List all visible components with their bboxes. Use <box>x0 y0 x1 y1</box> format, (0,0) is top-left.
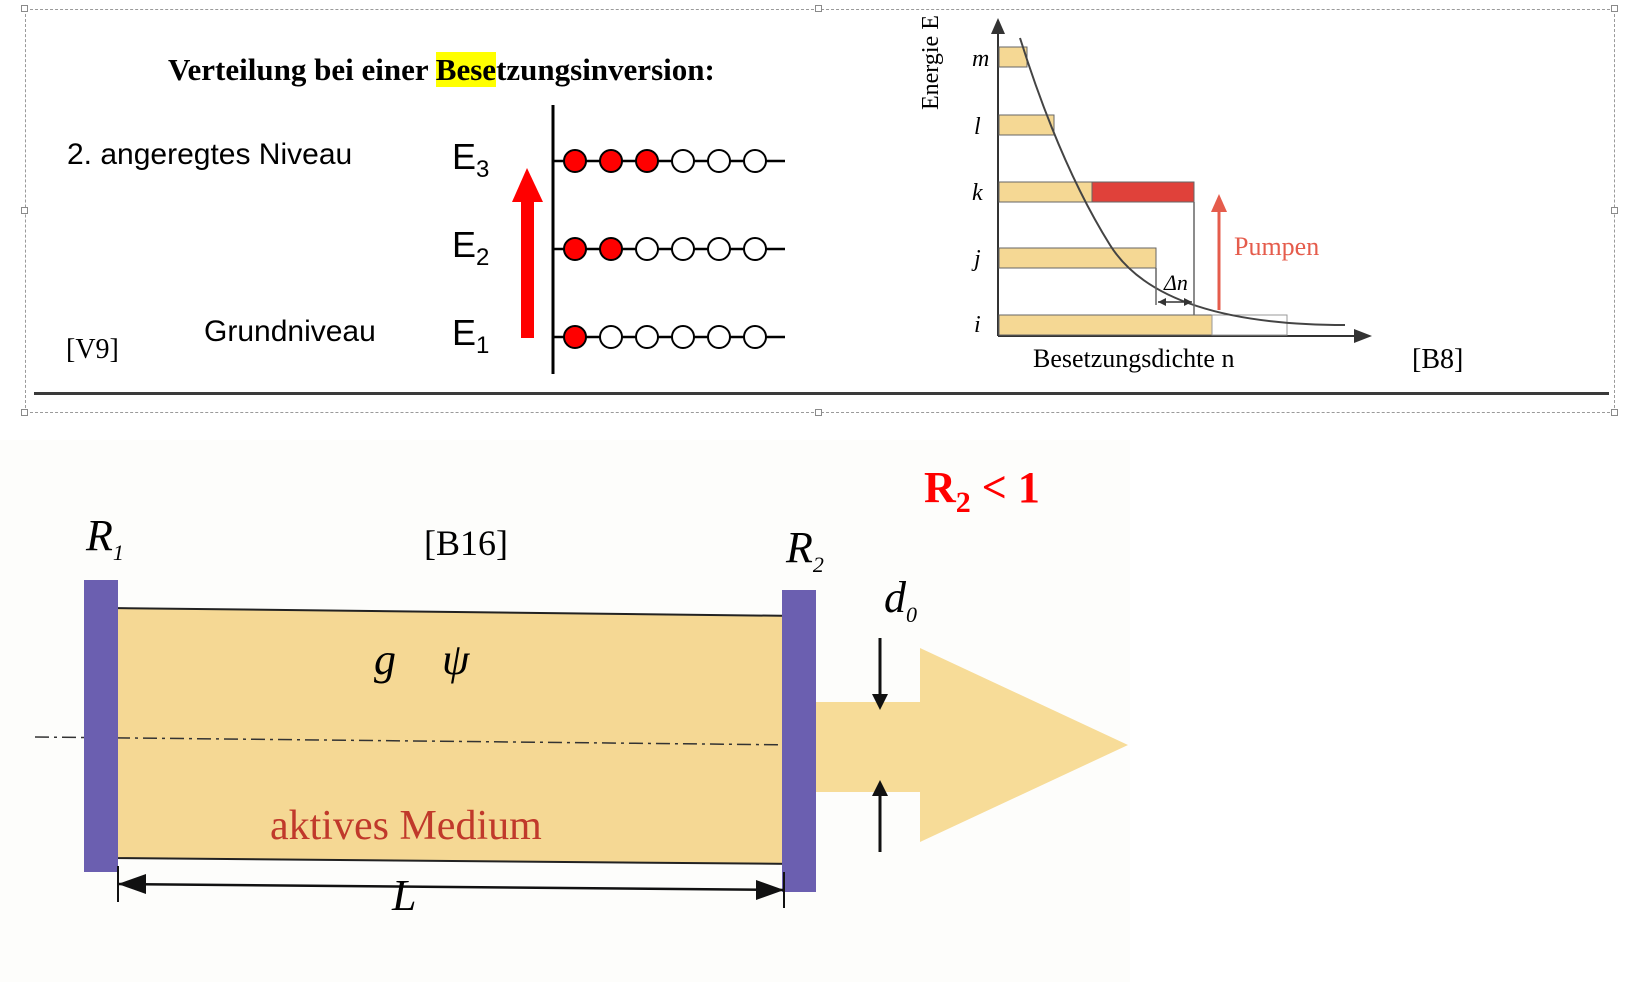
v9-title-highlight: Bese <box>435 52 497 87</box>
resize-handle-top-left[interactable] <box>21 5 28 12</box>
b16-d0-base: d <box>884 573 906 622</box>
resize-handle-bottom-right[interactable] <box>1611 409 1618 416</box>
v9-e1-sub: 1 <box>476 332 490 360</box>
b16-g-label: g <box>374 635 396 684</box>
b8-x-axis-arrowhead <box>1354 329 1372 343</box>
v9-electron-empty-e1 <box>635 325 659 349</box>
v9-e3-label: E3 <box>452 136 489 184</box>
b8-delta-label: Δn <box>1164 270 1188 295</box>
b16-r2-condition: R2 < 1 <box>924 462 1040 520</box>
v9-e2-symbol: E <box>452 224 477 265</box>
v9-electron-empty-e1 <box>599 325 623 349</box>
b16-r1-label: R1 <box>86 510 124 566</box>
v9-electron-empty-e1 <box>671 325 695 349</box>
b8-level-i: i <box>974 312 981 338</box>
b8-delta-arrowhead-right <box>1184 298 1192 306</box>
resize-handle-top-center[interactable] <box>815 5 822 12</box>
b8-ref: [B8] <box>1412 344 1464 375</box>
b16-r2-base: R <box>786 523 813 572</box>
v9-ref: [V9] <box>66 334 119 365</box>
b8-bar-j <box>998 247 1157 269</box>
b16-r1-base: R <box>86 511 113 560</box>
v9-electron-rows <box>553 149 785 349</box>
b16-r2-condition-sub: 2 <box>955 485 971 519</box>
b16-d0-label: d0 <box>884 572 917 628</box>
v9-electron-empty-e1 <box>707 325 731 349</box>
resize-handle-top-right[interactable] <box>1611 5 1618 12</box>
v9-electron-filled-e3 <box>563 149 587 173</box>
resize-handle-bottom-center[interactable] <box>815 409 822 416</box>
b16-psi-label: ψ <box>442 635 470 684</box>
v9-e2-label: E2 <box>452 224 489 272</box>
b16-d0-sub: 0 <box>906 601 917 627</box>
v9-e1-symbol: E <box>452 312 477 353</box>
b8-delta-arrowhead-left <box>1158 298 1166 306</box>
v9-diagram <box>512 105 785 374</box>
b8-bar-k-inversion <box>1091 181 1195 203</box>
v9-e2-sub: 2 <box>476 244 490 272</box>
b16-diagram <box>0 440 1130 982</box>
b16-medium-label: aktives Medium <box>270 803 542 849</box>
v9-electron-empty-e1 <box>743 325 767 349</box>
v9-electron-empty-e2 <box>671 237 695 261</box>
b16-optical-axis <box>34 736 801 746</box>
b16-output-beam <box>790 648 1128 842</box>
b8-level-k: k <box>972 180 983 206</box>
resize-handle-middle-right[interactable] <box>1611 207 1618 214</box>
b16-r2-sub: 2 <box>812 551 824 577</box>
b16-d0-arrowhead-bottom <box>872 780 888 796</box>
b16-mirror-r2 <box>782 590 816 892</box>
v9-pump-arrow-head <box>512 168 543 202</box>
b8-bar-l <box>998 114 1055 136</box>
b8-distribution-curve <box>1019 37 1346 326</box>
v9-level1-label: Grundniveau <box>204 315 376 348</box>
v9-electron-empty-e3 <box>671 149 695 173</box>
b16-length-label: L <box>392 871 417 920</box>
v9-e3-sub: 3 <box>476 156 490 184</box>
v9-electron-empty-e2 <box>635 237 659 261</box>
v9-electron-filled-e1 <box>563 325 587 349</box>
b8-diagram <box>991 18 1372 343</box>
b16-length-arrowhead-right <box>756 880 784 900</box>
v9-title-post: tzungsinversion: <box>496 52 715 87</box>
b16-d0-arrowhead-top <box>872 694 888 710</box>
v9-level3-label: 2. angeregtes Niveau <box>67 138 353 171</box>
v9-electron-empty-e3 <box>743 149 767 173</box>
b16-r2-label: R2 <box>786 522 824 578</box>
v9-e1-label: E1 <box>452 312 489 360</box>
v9-electron-filled-e2 <box>599 237 623 261</box>
v9-electron-empty-e2 <box>707 237 731 261</box>
v9-electron-filled-e3 <box>635 149 659 173</box>
b8-ylabel: Energie E <box>918 15 944 110</box>
b8-level-l: l <box>974 114 981 140</box>
b8-y-axis-arrowhead <box>991 18 1005 34</box>
b8-level-j: j <box>974 246 981 272</box>
b16-ref: [B16] <box>424 523 508 563</box>
b8-xlabel: Besetzungsdichte n <box>1033 344 1235 373</box>
b8-bar-i <box>998 314 1213 336</box>
b16-r2-condition-rest: < 1 <box>970 463 1040 512</box>
b8-pump-arrowhead <box>1211 194 1227 212</box>
b16-length-arrowhead-left <box>118 874 146 894</box>
v9-pump-arrow-shaft <box>521 200 534 338</box>
b16-mirror-r1 <box>84 580 118 872</box>
b16-r1-sub: 1 <box>112 539 124 565</box>
v9-title: Verteilung bei einer Besetzungsinversion… <box>168 52 715 88</box>
b16-length-arrow <box>117 882 785 892</box>
v9-electron-empty-e3 <box>707 149 731 173</box>
v9-electron-filled-e2 <box>563 237 587 261</box>
b8-pump-label: Pumpen <box>1234 232 1320 261</box>
resize-handle-middle-left[interactable] <box>21 207 28 214</box>
b8-level-m: m <box>972 46 990 72</box>
v9-electron-filled-e3 <box>599 149 623 173</box>
resize-handle-bottom-left[interactable] <box>21 409 28 416</box>
v9-e3-symbol: E <box>452 136 477 177</box>
v9-title-pre: Verteilung bei einer <box>168 52 436 87</box>
horizontal-rule <box>34 392 1609 395</box>
b16-r2-condition-base: R <box>924 463 956 512</box>
v9-electron-empty-e2 <box>743 237 767 261</box>
